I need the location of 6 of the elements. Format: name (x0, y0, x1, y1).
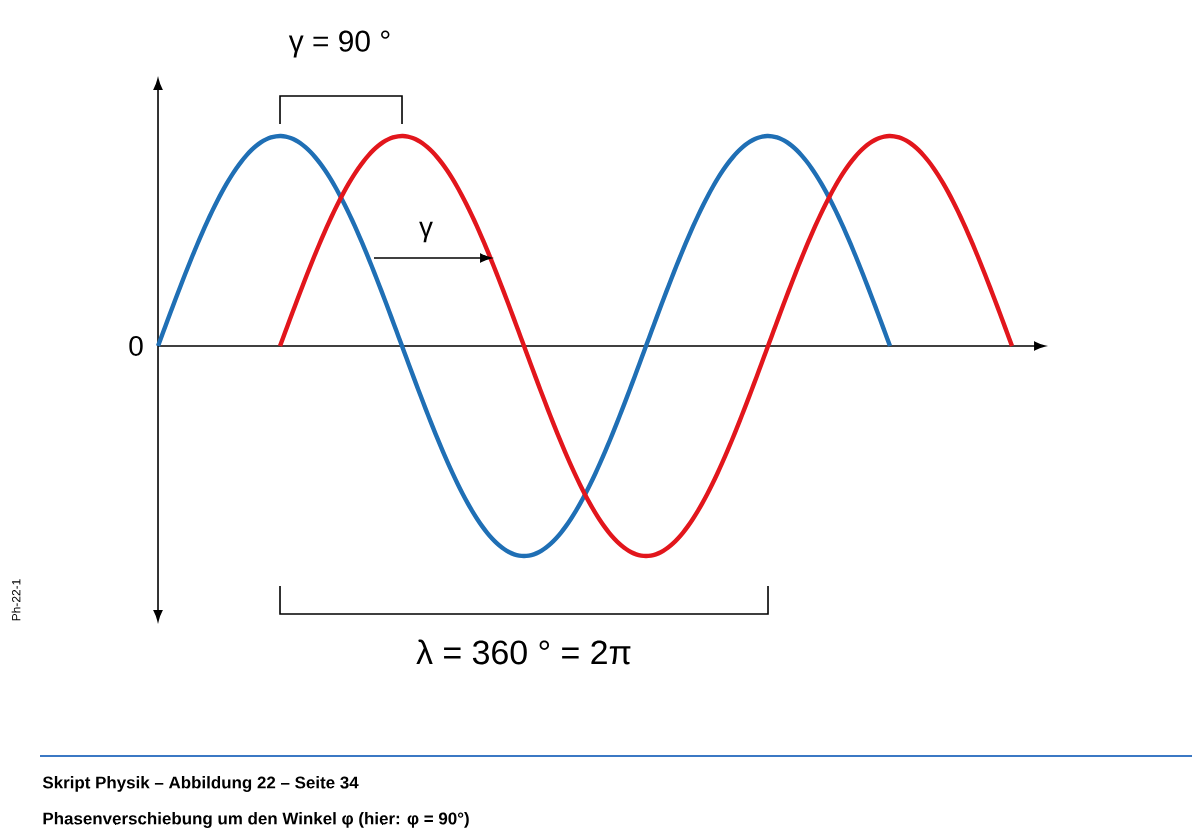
wavelength-label: λ = 360 ° = 2π (416, 639, 631, 665)
origin-label: 0 (129, 336, 143, 356)
footer-text: Skript Physik – Abbildung 22 – Seite 34 (42, 776, 359, 792)
angle-label: γ (419, 221, 433, 243)
angle-label: γ = 90 ° (288, 30, 390, 58)
caption: Phasenverschiebung um den Winkel φ (hier: φ = 90°) (43, 812, 469, 828)
